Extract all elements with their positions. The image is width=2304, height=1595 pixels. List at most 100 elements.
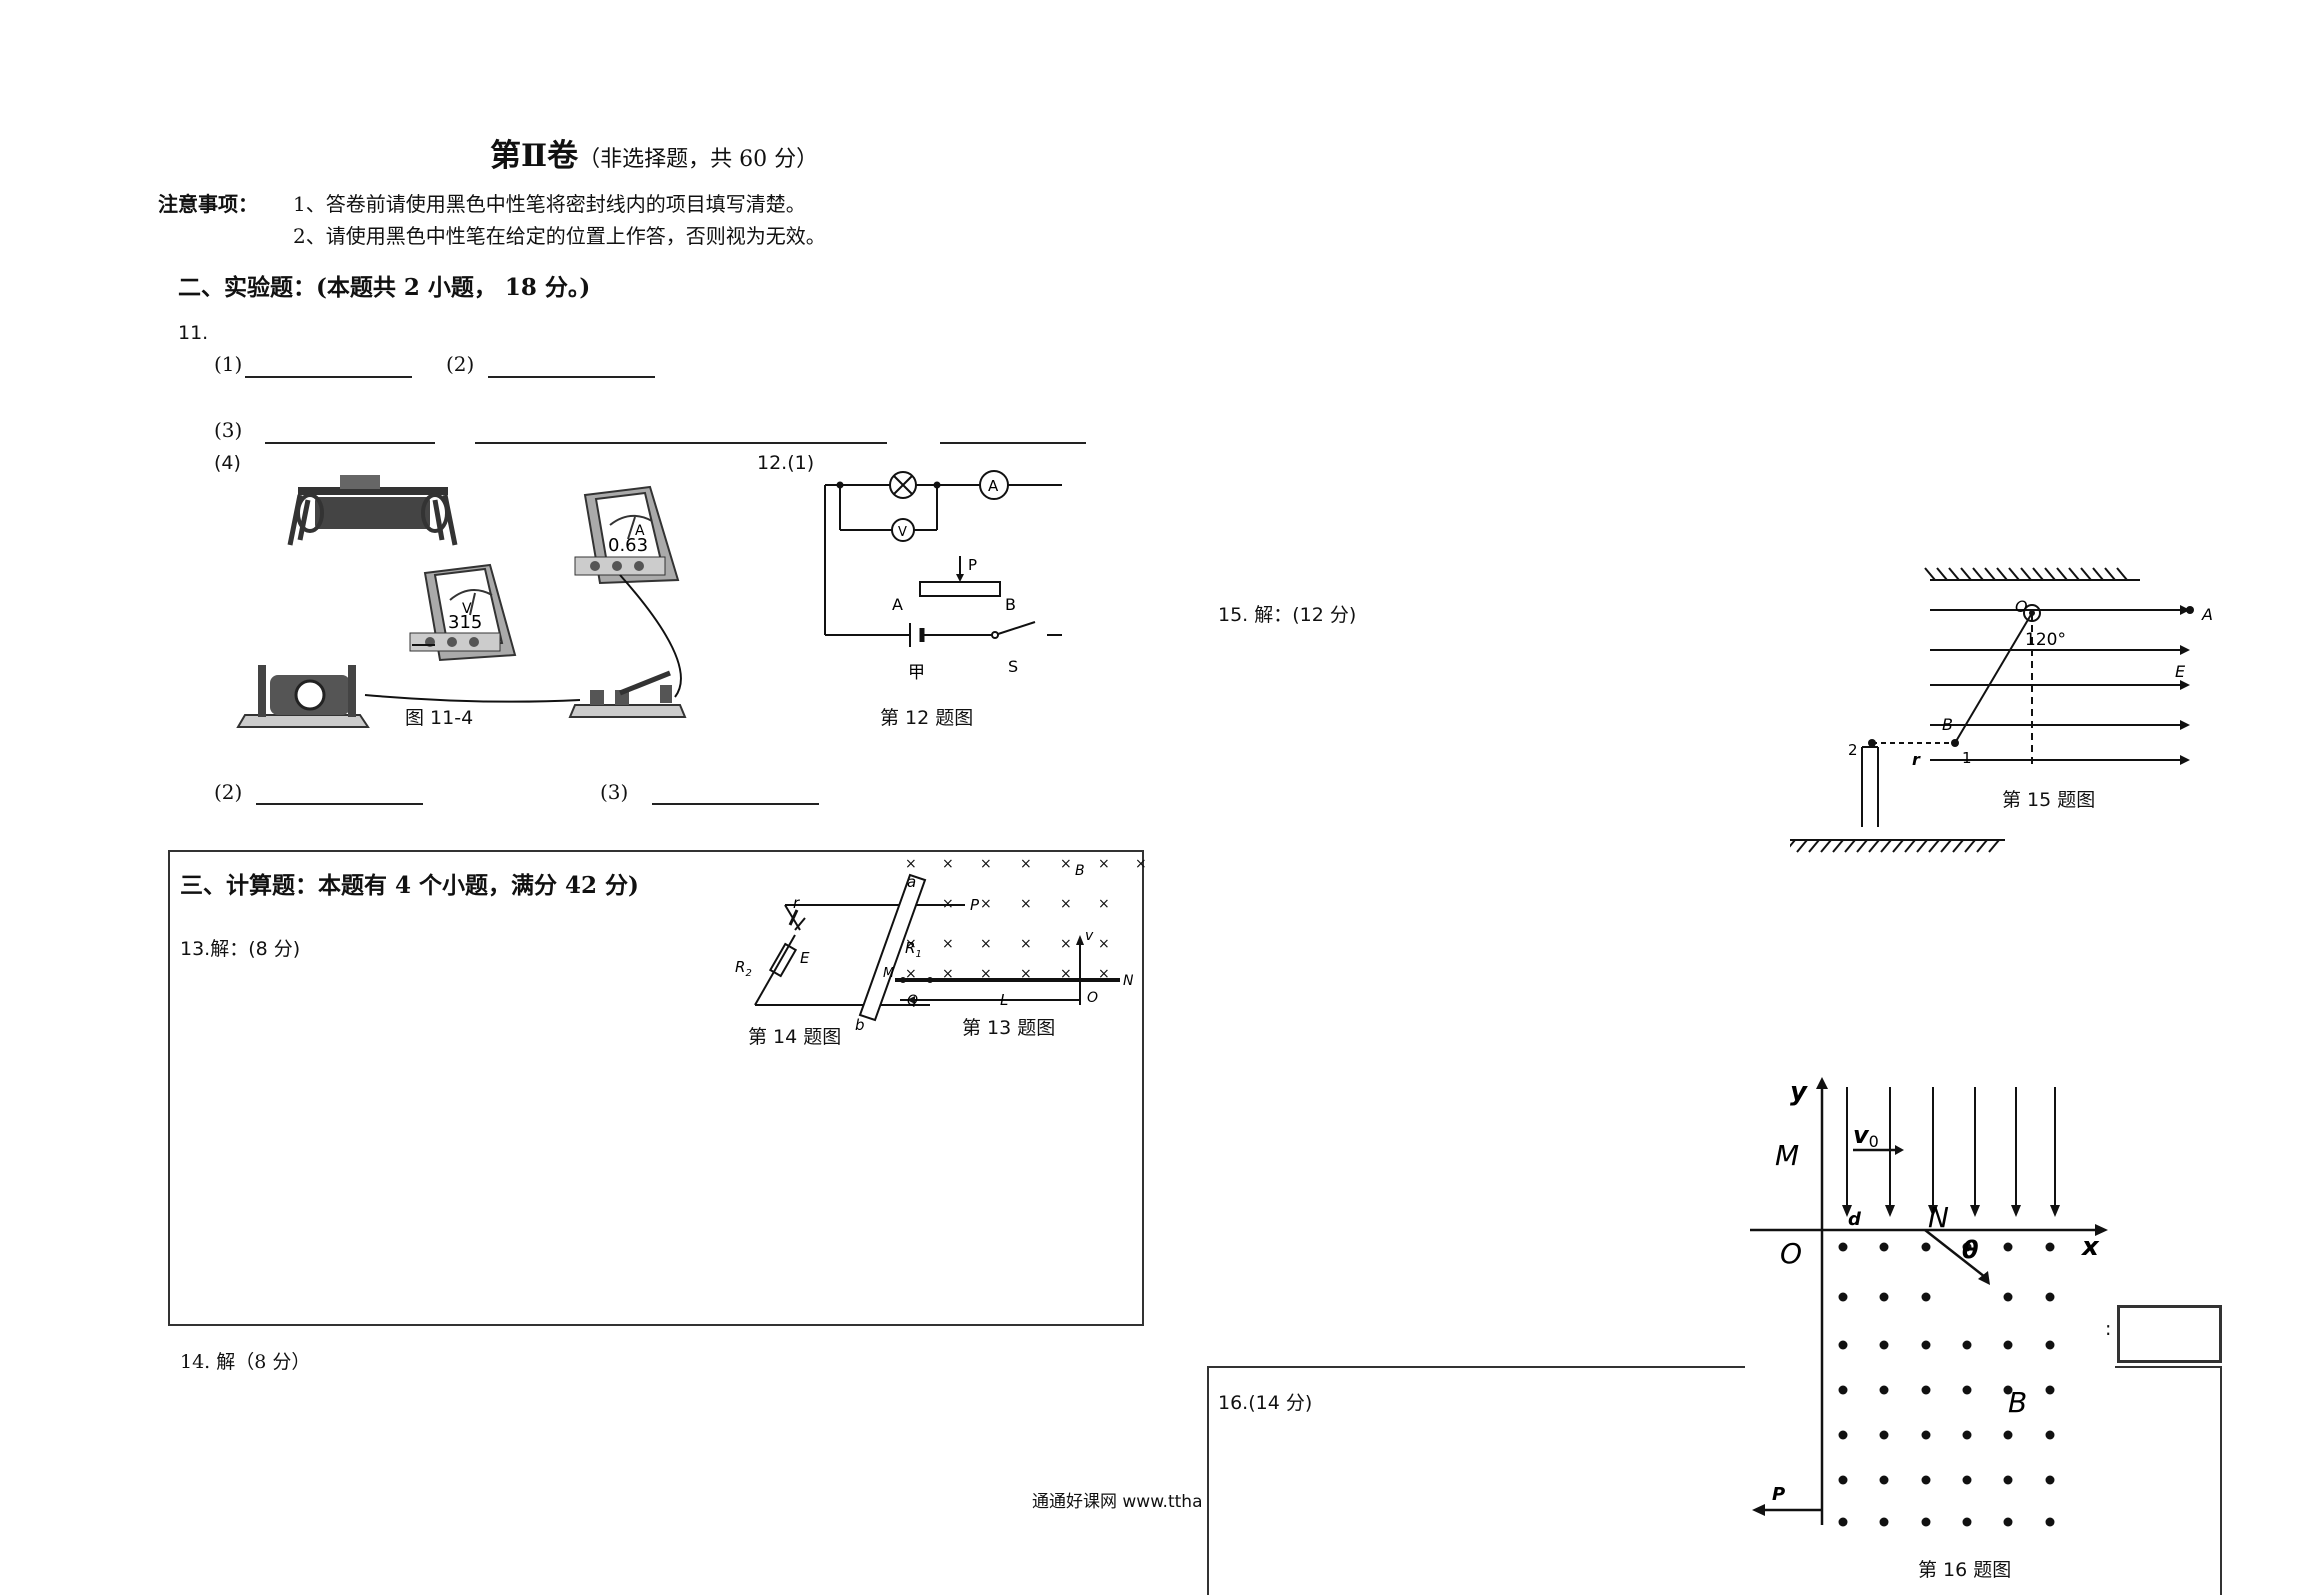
incident-arrowhead — [1928, 1205, 1938, 1217]
field-cross-mark: × — [1098, 936, 1110, 952]
q12-circuit-diagram: A V P A B 甲 S — [824, 470, 1062, 683]
score-box[interactable] — [2117, 1305, 2222, 1363]
field-dot — [1962, 1430, 1972, 1440]
q11-part3-blank-2[interactable] — [475, 442, 887, 444]
hatch-line — [1976, 839, 1988, 853]
hatch-line — [1988, 839, 2000, 853]
incident-arrowhead — [1842, 1205, 1852, 1217]
q11-figure-caption: 图 11-4 — [405, 707, 474, 729]
q16-label-d: d — [1848, 1209, 1862, 1230]
q11-part4-label: (4) — [214, 452, 241, 474]
hatch-line — [1844, 839, 1856, 853]
q16-answer-box-right-border — [2220, 1366, 2222, 1595]
q14-label-r: r — [793, 894, 800, 912]
score-box-colon: : — [2105, 1318, 2112, 1340]
q15-label-E: E — [2175, 662, 2186, 681]
field-dot — [2003, 1430, 2013, 1440]
field-dot — [1879, 1430, 1889, 1440]
q16-label-M: M — [1775, 1139, 1799, 1172]
magnetic-field-cross-grid: ××××××××××××××××××××××××× — [905, 856, 1145, 982]
hatch-line — [1820, 839, 1832, 853]
incident-arrowhead — [1970, 1205, 1980, 1217]
electric-field-lines — [1930, 605, 2190, 765]
q11-apparatus-figure: V 315 A 0.63 — [236, 475, 687, 728]
hatch-line — [1832, 839, 1844, 853]
q16-label-N: N — [1928, 1201, 1949, 1234]
hatch-line — [1916, 839, 1928, 853]
q11-part3-blank-3[interactable] — [940, 442, 1086, 444]
field-dot — [1879, 1292, 1889, 1302]
q15-caption: 第 15 题图 — [2002, 789, 2096, 811]
q12-label-S: S — [1008, 657, 1018, 676]
field-dot — [1838, 1292, 1848, 1302]
q16-label-v0-sub: 0 — [1869, 1132, 1879, 1151]
field-dot — [2045, 1292, 2055, 1302]
field-dot — [1879, 1242, 1889, 1252]
field-dot — [2003, 1475, 2013, 1485]
hatch-line — [1936, 567, 1948, 581]
q16-label-x: x — [2080, 1232, 2100, 1262]
field-cross-mark: × — [1098, 896, 1110, 912]
hatch-line — [2032, 567, 2044, 581]
field-cross-mark: × — [980, 966, 992, 982]
hatch-line — [2092, 567, 2104, 581]
hatch-line — [1790, 839, 1796, 848]
q11-part1-blank[interactable] — [245, 376, 412, 378]
field-dot — [2003, 1385, 2013, 1395]
field-dot — [2003, 1340, 2013, 1350]
q16-label-theta: θ — [1962, 1236, 1979, 1264]
hatch-bottom — [1790, 839, 2000, 853]
hatch-line — [2080, 567, 2092, 581]
field-cross-mark: × — [980, 856, 992, 872]
field-dot — [2003, 1292, 2013, 1302]
q16-magnetic-field-dots — [1838, 1242, 2055, 1527]
q13-label-P: P — [970, 896, 980, 914]
q13-q14-figure: ××××××××××××××××××××××××× r E R2 R1 a b … — [735, 856, 1145, 1034]
q16-answer-box-top-border — [1207, 1366, 1745, 1368]
hatch-line — [2116, 567, 2128, 581]
knife-switch-icon — [568, 670, 687, 718]
q11-part3-blank-1[interactable] — [265, 442, 435, 444]
q14-label: 14. 解（8 分） — [180, 1351, 311, 1373]
hatch-line — [2008, 567, 2020, 581]
q13-caption: 第 13 题图 — [962, 1017, 1056, 1039]
q15-label-1: 1 — [1962, 749, 1972, 767]
field-arrowhead — [2180, 605, 2190, 615]
hatch-line — [1984, 567, 1996, 581]
q12-number: 12.(1) — [757, 452, 815, 474]
q13-label-M: M — [883, 966, 894, 981]
incident-arrowhead — [2050, 1205, 2060, 1217]
hatch-line — [1868, 839, 1880, 853]
q11-part2-blank[interactable] — [488, 376, 655, 378]
hatch-line — [1892, 839, 1904, 853]
q11-part2-label: (2) — [446, 352, 475, 376]
field-dot — [1838, 1430, 1848, 1440]
incident-arrowhead — [2011, 1205, 2021, 1217]
field-dot — [1879, 1385, 1889, 1395]
hatch-line — [1796, 839, 1808, 853]
voltmeter-icon: V 315 — [409, 563, 517, 662]
hatch-line — [1960, 567, 1972, 581]
q15-label-O: O — [2015, 597, 2028, 616]
field-dot — [1921, 1475, 1931, 1485]
field-cross-mark: × — [1135, 856, 1145, 872]
q12-label-B: B — [1005, 595, 1016, 614]
q16-label-B: B — [2008, 1386, 2027, 1419]
q11-part3b-blank[interactable] — [652, 803, 819, 805]
field-arrowhead — [2180, 720, 2190, 730]
hatch-line — [1924, 567, 1936, 581]
q15-figure: O A 120° E B r 1 2 — [1790, 567, 2213, 853]
q12-label-jia: 甲 — [908, 663, 925, 683]
hatch-line — [1952, 839, 1964, 853]
field-dot — [2045, 1385, 2055, 1395]
field-dot — [1962, 1475, 1972, 1485]
field-cross-mark: × — [980, 936, 992, 952]
q11-part3b-label: (3) — [600, 780, 629, 804]
field-dot — [1921, 1242, 1931, 1252]
field-dot — [2045, 1242, 2055, 1252]
q16-label-O: O — [1780, 1237, 1802, 1270]
notes-label: 注意事项： — [158, 192, 258, 216]
field-cross-mark: × — [905, 856, 917, 872]
q11-part2b-blank[interactable] — [256, 803, 423, 805]
q13-label-O: O — [1087, 990, 1098, 1006]
